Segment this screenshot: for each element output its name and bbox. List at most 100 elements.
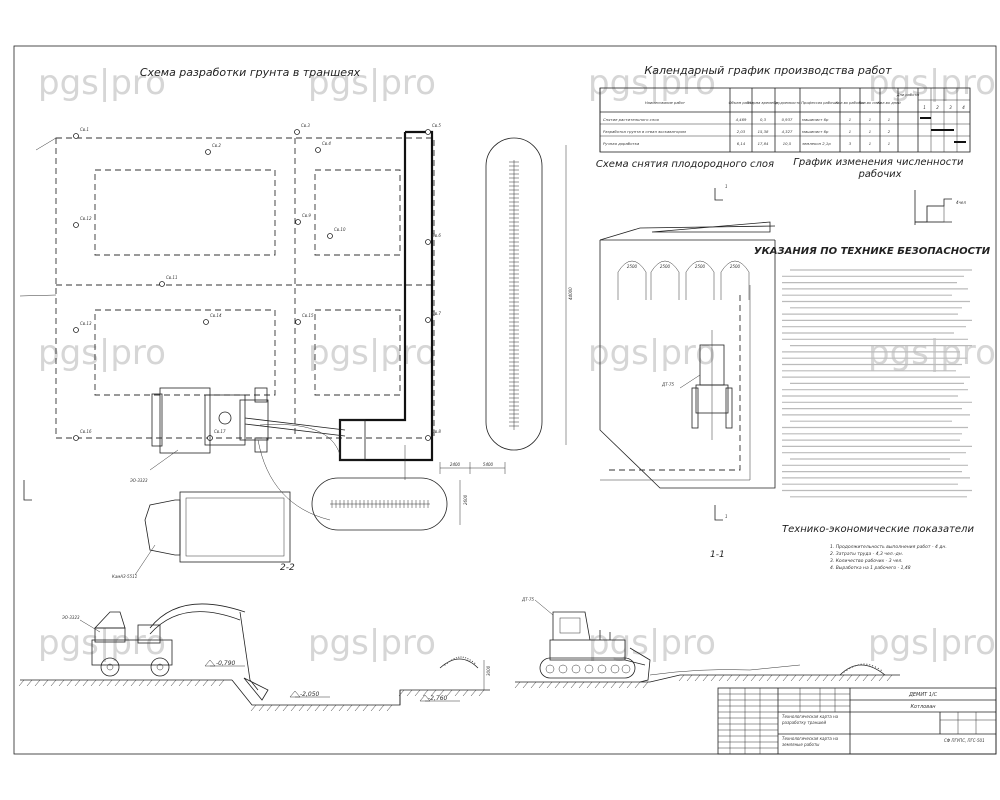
calendar-cell: 1 xyxy=(869,117,871,122)
stamp-title-2: Котлован xyxy=(910,704,936,710)
pit-label: Св.4 xyxy=(322,141,331,146)
watermark-text: pgs|pro xyxy=(308,623,436,663)
elevation-mark-1: -0,790 xyxy=(216,660,236,667)
calendar-title: Календарный график производства работ xyxy=(644,64,892,77)
pit-marker xyxy=(425,129,431,135)
tep-item: 3. Количество рабочих - 3 чел. xyxy=(830,558,903,564)
pit-label: Св.9 xyxy=(302,213,311,218)
pit-marker xyxy=(73,222,79,228)
pit-label: Св.6 xyxy=(432,233,441,238)
pit-marker xyxy=(205,149,211,155)
calendar-cell: 2 xyxy=(888,129,891,134)
calendar-cell: машинист 6р xyxy=(802,129,829,134)
dim-label-3: 2600 xyxy=(463,494,468,505)
watermark-text: pgs|pro xyxy=(38,333,166,373)
calendar-day-header: 4 xyxy=(962,105,965,110)
bulldozer-section: ДТ-75 xyxy=(514,597,900,689)
pit-marker xyxy=(73,327,79,333)
workers-value-label: 4чел xyxy=(956,200,966,205)
watermark-text: pgs|pro xyxy=(868,623,996,663)
arch-dim-label: 2500 xyxy=(695,264,706,269)
watermark-text: pgs|pro xyxy=(868,63,996,103)
calendar-cell: 17,84 xyxy=(758,141,769,146)
calendar-cell: 0,937 xyxy=(782,117,793,122)
safety-title: УКАЗАНИЯ ПО ТЕХНИКЕ БЕЗОПАСНОСТИ xyxy=(754,246,991,257)
watermark-text: pgs|pro xyxy=(308,333,436,373)
safety-text-block xyxy=(782,269,972,498)
pit-marker xyxy=(295,319,301,325)
calendar-cell: 1 xyxy=(888,117,890,122)
dim-label-5: 3000 xyxy=(486,665,491,676)
watermark-text: pgs|pro xyxy=(588,623,716,663)
pit-label: Св.13 xyxy=(80,321,92,326)
calendar-cell: Ручная доработка xyxy=(603,141,640,146)
bulldozer-section-label: ДТ-75 xyxy=(521,597,535,602)
workers-chart: 4чел xyxy=(914,190,966,225)
pit-label: Св.17 xyxy=(214,429,226,434)
watermark-text: pgs|pro xyxy=(588,63,716,103)
watermark-text: pgs|pro xyxy=(308,63,436,103)
stamp-desc-1: Технологическая карта на xyxy=(782,714,839,719)
calendar-cell: 3 xyxy=(849,141,852,146)
pit-marker xyxy=(295,219,301,225)
truck-plan-view xyxy=(144,491,291,563)
pit-marker xyxy=(73,435,79,441)
stamp-desc-4: земляные работы xyxy=(782,742,819,747)
tep-item: 4. Выработка на 1 рабочего - 1,48 xyxy=(830,565,911,571)
pit-marker xyxy=(425,317,431,323)
stamp-desc-2: разработку траншей xyxy=(781,720,826,725)
tep-item: 1. Продолжительность выполнения работ - … xyxy=(830,544,947,550)
calendar-cell: 0,3 xyxy=(760,117,767,122)
sheet-frame xyxy=(13,45,997,755)
calendar-cell: 6,14 xyxy=(737,141,746,146)
calendar-cell: Снятие растительного слоя xyxy=(603,117,660,122)
pit-marker xyxy=(425,435,431,441)
excavator-section-label: ЭО-3323 xyxy=(61,615,80,620)
arch-dim-label: 2500 xyxy=(730,264,741,269)
topsoil-title: Схема снятия плодородного слоя xyxy=(596,159,774,170)
pit-marker xyxy=(425,239,431,245)
pit-marker xyxy=(315,147,321,153)
calendar-cell: 10,5 xyxy=(783,141,792,146)
calendar-cell: Разработка грунта в отвал экскаватором xyxy=(603,129,686,134)
calendar-header-cell: Норма времени xyxy=(748,101,778,105)
tep-list: 1. Продолжительность выполнения работ - … xyxy=(830,544,947,571)
calendar-header-cell: Профессия рабочих xyxy=(801,101,839,105)
pit-label: Св.3 xyxy=(301,123,310,128)
watermark-layer: pgs|pro pgs|pro pgs|pro pgs|pro pgs|pro pgs|p… xyxy=(38,63,996,663)
stamp-title-1: ДЕМИТ 1/С xyxy=(908,692,938,698)
elevation-mark-2: -2,050 xyxy=(300,691,320,698)
calendar-day-header: 1 xyxy=(923,105,926,110)
pit-label: Св.15 xyxy=(302,313,314,318)
calendar-cell: землекоп 2,1р xyxy=(802,141,831,146)
stamp-org: СФ ПГУПС, ПГС-501 xyxy=(944,738,985,743)
pit-label: Св.1 xyxy=(80,127,89,132)
stamp-desc-3: Технологическая карта на xyxy=(782,736,839,741)
calendar-cell: 2,03 xyxy=(737,129,746,134)
watermark-text: pgs|pro xyxy=(38,63,166,103)
trench-scheme-title: Схема разработки грунта в траншеях xyxy=(140,66,361,79)
tep-item: 2. Затраты труда - 4,3 чел.-дн. xyxy=(830,551,903,557)
section-1-1-label: 1-1 xyxy=(710,550,725,560)
calendar-header-cell: Трудоемкость xyxy=(774,101,801,105)
pit-label: Св.16 xyxy=(80,429,92,434)
calendar-header-cell: Кол-во дней xyxy=(877,101,901,105)
spoil-bank-vertical: 44000 xyxy=(485,137,573,451)
dim-label-2: 5400 xyxy=(483,462,494,467)
workers-title-line1: График изменения численности xyxy=(793,157,964,168)
calendar-header-cell: Кол-во рабочих xyxy=(835,101,865,105)
section-mark-bottom: 1 xyxy=(725,514,728,519)
pit-marker xyxy=(327,233,333,239)
section-2-2-label: 2-2 xyxy=(280,563,295,573)
calendar-day-header: 2 xyxy=(936,105,939,110)
pit-marker xyxy=(203,319,209,325)
title-block: ДЕМИТ 1/С Котлован Технологическая карта… xyxy=(717,687,997,755)
elevation-mark-3: -2,760 xyxy=(428,695,448,702)
calendar-cell: 1 xyxy=(849,117,851,122)
section-mark-top: 1 xyxy=(725,184,728,189)
pit-label: Св.10 xyxy=(334,227,346,232)
workers-chart-title: График изменения численности рабочих xyxy=(793,157,966,180)
pit-label: Св.11 xyxy=(166,275,178,280)
